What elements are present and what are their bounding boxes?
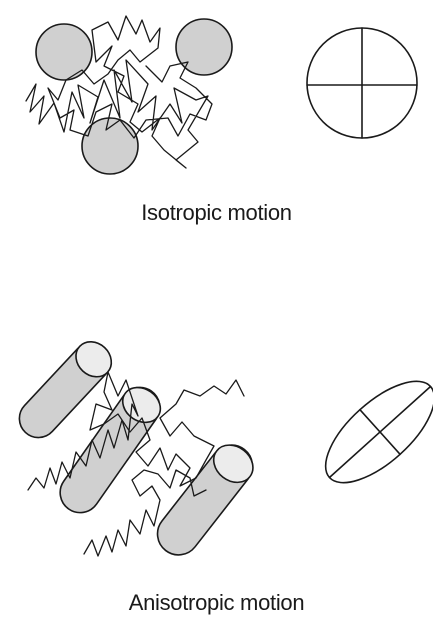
anisotropic-caption: Anisotropic motion (0, 590, 433, 616)
sphere-particle (176, 19, 232, 75)
anisotropic-ellipsoid (309, 364, 433, 500)
rod-particle (149, 437, 261, 564)
isotropic-panel (26, 16, 417, 174)
isotropic-caption: Isotropic motion (0, 200, 433, 226)
anisotropic-panel (12, 335, 433, 564)
isotropic-ellipsoid (307, 28, 417, 138)
